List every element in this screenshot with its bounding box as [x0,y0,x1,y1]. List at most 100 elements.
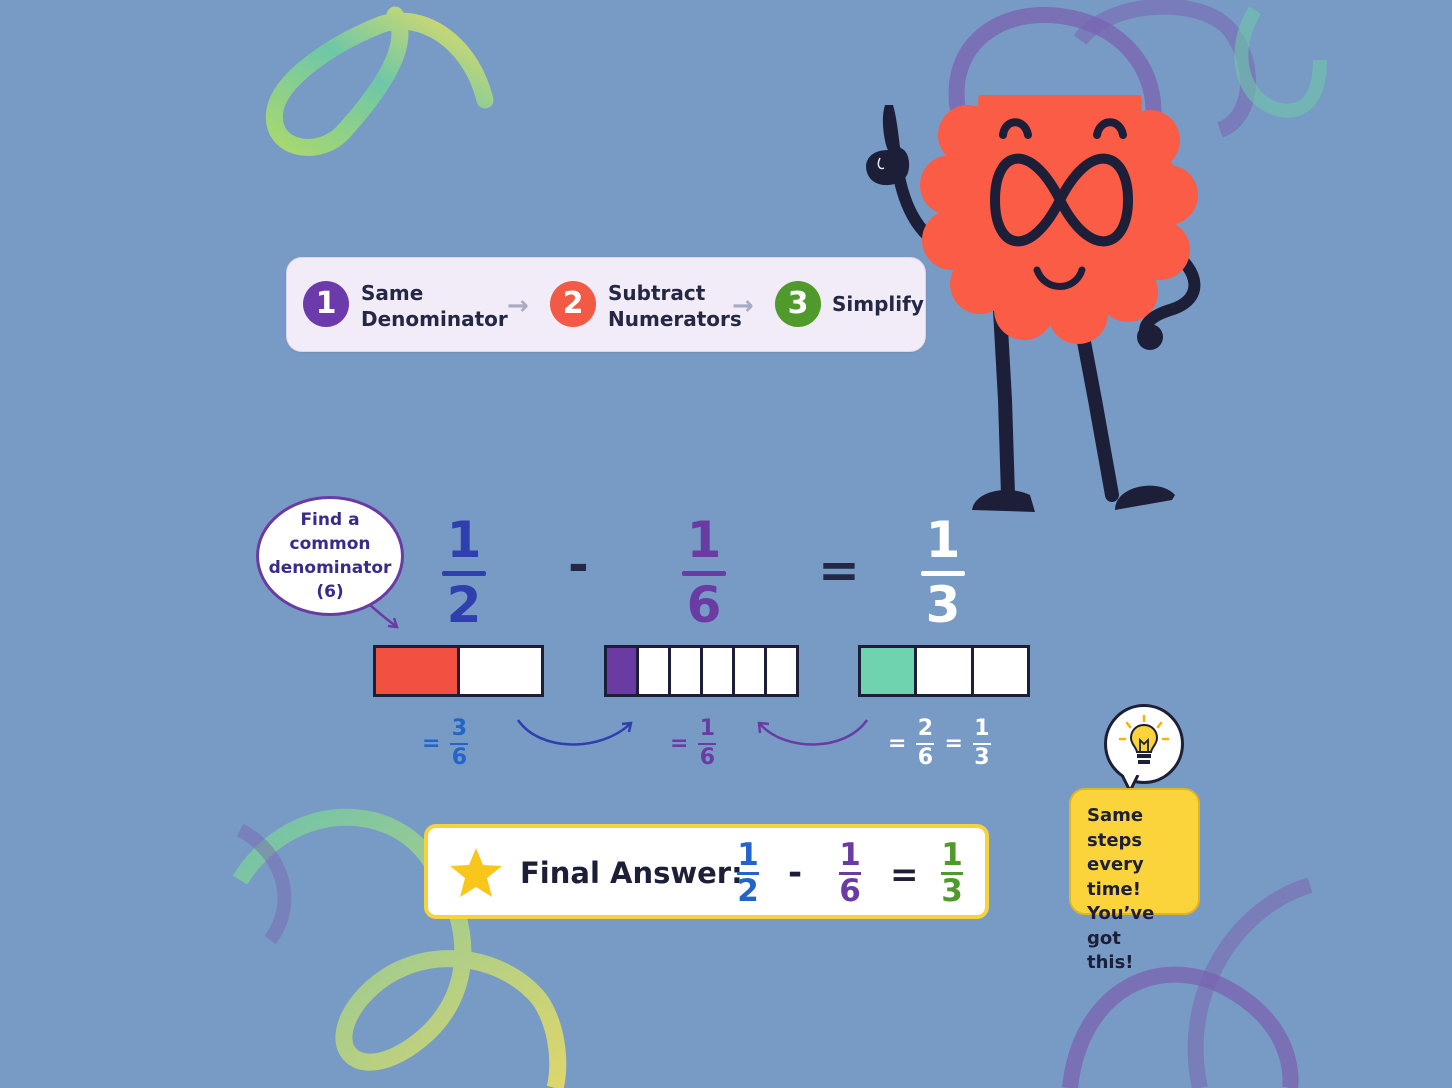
bubble-line-3: (6) [316,582,344,602]
step-2-label-line2: Numerators [608,307,742,331]
denominator: 6 [839,873,861,909]
empty-segment [735,648,767,694]
numerator: 1 [686,511,722,569]
minus-sign: - [568,536,589,594]
denominator: 3 [925,576,961,634]
equals-sign: = [818,541,860,599]
fraction-bar-halves [373,645,544,697]
fraction-one-sixth: 1 6 [674,513,734,632]
fraction-bar [450,743,469,745]
fraction-bar [442,571,486,576]
fraction-one-half: 1 2 [434,513,494,632]
numerator: 1 [925,511,961,569]
final-answer-label: Final Answer: [520,856,743,890]
curved-arrow-icon [516,719,633,746]
curved-arrow-icon [757,719,869,746]
equivalent-one-sixth: = 1 6 [666,718,722,769]
final-fraction-one-half: 1 2 [728,837,768,909]
bubble-line-1: Find a common [289,510,371,554]
fraction-bar [737,872,759,875]
denominator: 6 [917,745,934,770]
numerator: 3 [451,716,468,741]
arrow-right-icon: → [732,291,754,321]
numerator: 1 [737,837,759,873]
small-fraction: 2 6 [916,716,935,770]
star-icon [450,848,502,897]
encouragement-tip-box: Same steps every time! You’ve got this! [1069,788,1200,973]
hint-speech-bubble: Find a common denominator (6) [256,496,404,616]
fraction-bar [921,571,965,576]
step-1-label-line2: Denominator [361,307,508,331]
bubble-tail-arrow-icon [369,604,399,629]
fraction-bar [839,872,861,875]
fraction-one-third: 1 3 [913,513,973,632]
empty-segment [671,648,703,694]
fraction-bar [682,571,726,576]
equals-sign: = [670,731,689,756]
minus-sign: - [788,853,803,893]
tip-line-3: You’ve got [1087,903,1155,949]
step-1-label: Same Denominator [361,280,508,332]
tip-line-4: this! [1087,952,1134,973]
fraction-bar [941,872,963,875]
lightbulb-icon [1118,714,1170,764]
empty-segment [460,648,541,694]
swirl-top-left [265,6,494,156]
equals-sign: = [944,731,963,756]
denominator: 6 [699,745,716,770]
fraction-bar-thirds [858,645,1030,697]
small-fraction: 1 3 [972,716,991,770]
equals-sign: = [890,855,919,895]
empty-segment [703,648,735,694]
step-3-label: Simplify [832,292,924,316]
denominator: 6 [686,576,722,634]
step-1-number: 1 [303,281,349,327]
denominator: 2 [446,576,482,634]
numerator: 1 [699,716,716,741]
lightbulb-badge [1104,704,1184,784]
step-2-number: 2 [550,281,596,327]
empty-segment [973,648,1027,694]
swirl-top-right-2 [1073,0,1257,138]
numerator: 1 [839,837,861,873]
step-2-label-line1: Subtract [608,281,706,305]
fraction-bar [972,743,991,745]
denominator: 6 [451,745,468,770]
numerator: 2 [917,716,934,741]
equals-sign: = [422,731,441,756]
filled-segment [376,648,460,694]
swirl-top-right [948,6,1162,165]
denominator: 2 [737,873,759,909]
numerator: 1 [446,511,482,569]
swirl-bottom-right-2 [1187,877,1313,1088]
final-answer-box: Final Answer: 1 2 - 1 6 = 1 3 [424,824,989,919]
equivalent-three-sixths: = 3 6 [418,718,474,769]
equivalent-two-sixths: = 2 6 = 1 3 [884,718,997,769]
mascot-character [866,95,1201,512]
step-3-number: 3 [775,281,821,327]
fraction-bar-sixths [604,645,799,697]
equals-sign: = [888,731,907,756]
final-fraction-one-third: 1 3 [932,837,972,909]
swirl-bottom-left [232,808,567,1088]
filled-segment [861,648,918,694]
steps-bar: 1 Same Denominator → 2 Subtract Numerato… [286,257,926,352]
numerator: 1 [974,716,990,741]
denominator: 3 [974,745,990,770]
bubble-line-2: denominator [268,558,392,578]
tip-line-2: every time! [1087,854,1144,900]
empty-segment [767,648,796,694]
swirl-top-corner [1234,6,1327,118]
arrow-right-icon: → [507,291,529,321]
small-fraction: 1 6 [698,716,717,770]
tip-line-1: Same steps [1087,805,1144,851]
step-2-label: Subtract Numerators [608,280,742,332]
filled-segment [607,648,639,694]
small-fraction: 3 6 [450,716,469,770]
swirl-bottom-right [1062,966,1299,1088]
empty-segment [639,648,671,694]
denominator: 3 [941,873,963,909]
numerator: 1 [941,837,963,873]
empty-segment [917,648,974,694]
